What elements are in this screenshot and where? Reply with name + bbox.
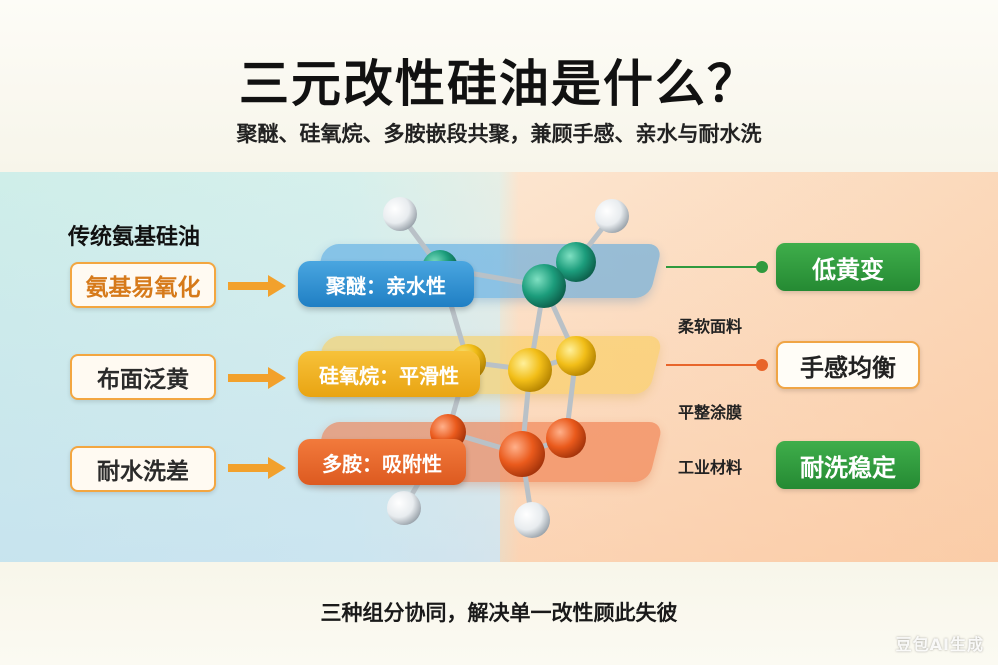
arrow-right-icon	[228, 275, 286, 297]
polyether-atom	[522, 264, 566, 308]
problem-box-wash: 耐水洗差	[70, 446, 216, 492]
footer-caption: 三种组分协同，解决单一改性顾此失彼	[320, 601, 678, 625]
benefit-balanced-feel: 手感均衡	[776, 341, 920, 389]
polyether-atom	[556, 242, 596, 282]
left-heading: 传统氨基硅油	[68, 225, 201, 250]
application-label: 平整涂膜	[678, 403, 743, 422]
siloxane-atom	[508, 348, 552, 392]
connector-dot	[756, 261, 768, 273]
problem-box-yellowing: 布面泛黄	[70, 354, 216, 400]
hydrogen-atom	[387, 491, 421, 525]
problem-box-oxidation: 氨基易氧化	[70, 262, 216, 308]
header-background	[0, 0, 998, 172]
siloxane-atom	[556, 336, 596, 376]
arrow-right-icon	[228, 367, 286, 389]
polyamine-atom	[499, 431, 545, 477]
hydrogen-atom	[595, 199, 629, 233]
hydrogen-atom	[514, 502, 550, 538]
benefit-low-yellowing: 低黄变	[776, 243, 920, 291]
application-label: 工业材料	[678, 458, 743, 477]
arrow-right-icon	[228, 457, 286, 479]
application-label: 柔软面料	[678, 317, 743, 336]
polyamine-atom	[546, 418, 586, 458]
page-title: 三元改性硅油是什么？	[239, 55, 759, 113]
hydrogen-atom	[383, 197, 417, 231]
watermark: 豆包AI生成	[895, 635, 984, 654]
segment-polyamine: 多胺：吸附性	[298, 439, 466, 485]
connector-dot	[756, 359, 768, 371]
segment-siloxane: 硅氧烷：平滑性	[298, 351, 480, 397]
footer-background	[0, 562, 998, 665]
segment-polyether: 聚醚：亲水性	[298, 261, 474, 307]
page-subtitle: 聚醚、硅氧烷、多胺嵌段共聚，兼顾手感、亲水与耐水洗	[236, 122, 762, 146]
benefit-wash-stable: 耐洗稳定	[776, 441, 920, 489]
